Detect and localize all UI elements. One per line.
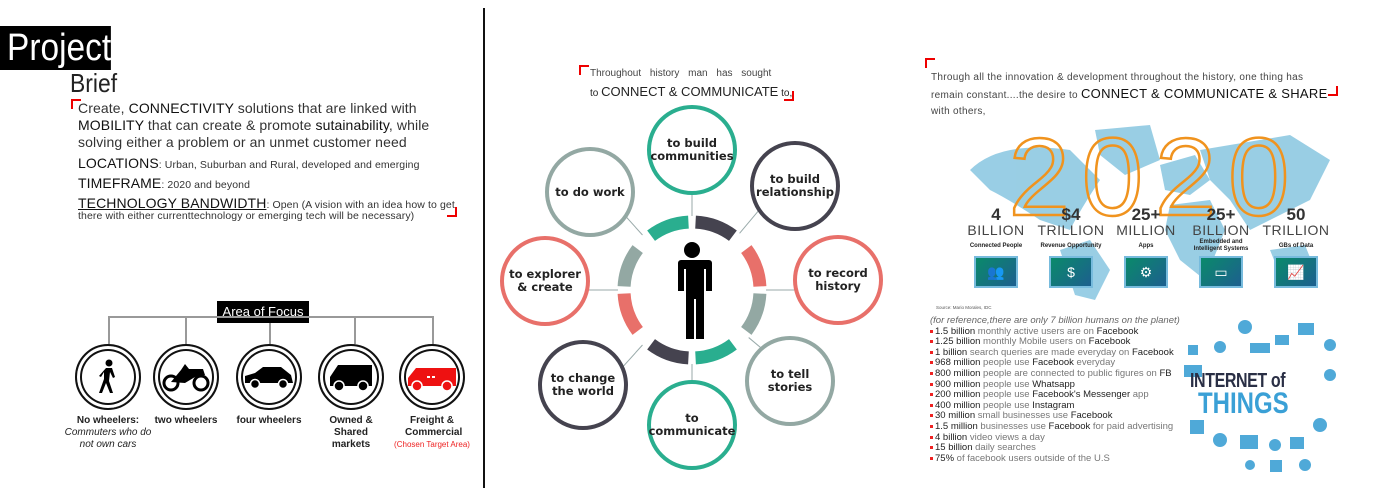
bubble-do-work: to do work <box>545 147 635 237</box>
facts-list: (for reference,there are only 7 billion … <box>930 315 1190 465</box>
bubble-explorer-create: to explorer & create <box>500 236 590 326</box>
bracket-close <box>784 91 794 101</box>
divider <box>483 8 485 488</box>
focus-two-wheelers[interactable] <box>153 344 219 410</box>
bracket-close <box>447 207 457 217</box>
fact-item: 800 million people are connected to publ… <box>930 368 1190 380</box>
source-note: Source: Mario Morales, IDC <box>936 305 992 310</box>
focus-label-owned-shared: Owned & Shared markets <box>329 415 373 450</box>
tech-bandwidth: TECHNOLOGY BANDWIDTH: Open (A vision wit… <box>78 195 455 222</box>
fact-item: 1 billion search queries are made everyd… <box>930 347 1190 359</box>
internet-of-things-graphic: INTERNET of THINGS <box>1180 315 1340 475</box>
area-of-focus-title: Area of Focus <box>217 301 309 323</box>
iot-icons <box>1184 320 1336 472</box>
motorcycle-icon <box>162 364 210 392</box>
connector-line <box>108 316 110 344</box>
bubble-build-communities: to build communities <box>647 105 737 195</box>
fact-item: 968 million people use Facebook everyday <box>930 358 1190 369</box>
ring-segment-red <box>740 245 767 288</box>
ring-segment-red <box>617 292 644 335</box>
connector-line <box>432 316 434 344</box>
connector-line <box>269 323 271 344</box>
fact-item: 4 billion video views a day <box>930 432 1190 444</box>
locations: LOCATIONS: Urban, Suburban and Rural, de… <box>78 155 420 171</box>
bracket-open <box>71 99 81 109</box>
reference-note: (for reference,there are only 7 billion … <box>930 315 1180 326</box>
fact-item: 1.5 million businesses use Facebook for … <box>930 421 1190 433</box>
bubble-build-relationship: to build relationship <box>750 141 840 231</box>
ring-segment-dark <box>694 215 737 242</box>
bubble-tell-stories: to tell stories <box>745 336 835 426</box>
fact-item: 1.25 billion monthly Mobile users on Fac… <box>930 336 1190 348</box>
fact-item: 400 million people use Instagram <box>930 400 1190 412</box>
year-2020: 2020 <box>1009 120 1302 239</box>
fact-item: 30 million small businesses use Facebook <box>930 411 1190 422</box>
dollar-icon: $ <box>1049 256 1093 288</box>
fact-item: 900 million people use Whatsapp <box>930 379 1190 391</box>
people-icon: 👥 <box>974 256 1018 288</box>
fact-item: 75% of facebook users outside of the U.S <box>930 453 1190 465</box>
brief-text: Create, CONNECTIVITY solutions that are … <box>78 100 458 222</box>
middle-intro-line2: to CONNECT & COMMUNICATE to, <box>590 84 793 99</box>
person-icon <box>675 242 712 339</box>
fact-item: 200 million people use Facebook's Messen… <box>930 389 1190 401</box>
ring-segment-grey <box>617 245 644 288</box>
title-brief: Brief <box>70 68 118 98</box>
focus-no-wheelers[interactable] <box>75 344 141 410</box>
connector-line <box>108 316 434 318</box>
pedestrian-icon <box>99 359 115 393</box>
middle-intro-line1: Throughout history man has sought <box>590 68 772 79</box>
ring-segment-teal <box>647 215 690 242</box>
ring-segment-grey <box>740 292 767 335</box>
chart-icon: 📈 <box>1274 256 1318 288</box>
car-icon <box>245 367 293 389</box>
iot-line2: THINGS <box>1198 387 1289 420</box>
title-project: Project <box>0 26 111 70</box>
focus-label-two-wheelers: two wheelers <box>154 415 218 426</box>
bracket-open <box>579 65 589 75</box>
focus-freight-commercial[interactable] <box>399 344 465 410</box>
focus-four-wheelers[interactable] <box>236 344 302 410</box>
bubble-record-history: to record history <box>793 235 883 325</box>
focus-label-four-wheelers: four wheelers <box>236 415 302 426</box>
bubble-communicate: to communicate <box>647 380 737 470</box>
delivery-van-icon <box>408 368 456 392</box>
iot-line1: INTERNET of <box>1190 370 1286 392</box>
fact-item: 1.5 billion monthly active users are on … <box>930 326 1190 338</box>
monitor-icon: ▭ <box>1199 256 1243 288</box>
ring-segment-teal <box>694 338 737 365</box>
right-intro: Through all the innovation & development… <box>931 72 1328 117</box>
focus-label-freight: Freight & Commercial(Chosen Target Area) <box>394 415 470 449</box>
fact-item: 15 billion daily searches <box>930 442 1190 454</box>
focus-label-no-wheelers: No wheelers:Commuters who do not own car… <box>64 415 152 450</box>
focus-owned-shared[interactable] <box>318 344 384 410</box>
bubble-change-world: to change the world <box>538 340 628 430</box>
brief-statement: Create, CONNECTIVITY solutions that are … <box>78 100 430 150</box>
timeframe: TIMEFRAME: 2020 and beyond <box>78 175 251 191</box>
connector-line <box>354 316 356 344</box>
ring-diagram <box>579 177 805 403</box>
apps-icon: ⚙ <box>1124 256 1168 288</box>
connector-line <box>185 316 187 344</box>
van-icon <box>330 365 372 392</box>
bracket-close <box>1328 86 1338 96</box>
bracket-open <box>925 58 935 68</box>
ring-segment-dark <box>647 338 690 365</box>
